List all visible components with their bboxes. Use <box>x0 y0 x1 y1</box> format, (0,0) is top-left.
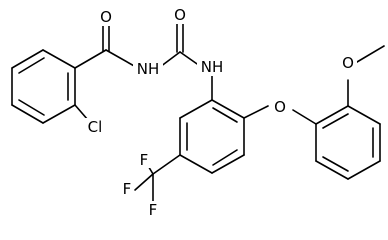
bond-ring-cf3 <box>152 154 181 175</box>
atom-label-o-methoxy: O <box>342 54 354 72</box>
bond-ether-o-ring <box>292 109 317 125</box>
bond-ring-carbonyl <box>74 49 107 69</box>
atom-label-f-1: F <box>140 151 149 169</box>
atom-label-o-urea: O <box>174 6 186 24</box>
atom-label-nh-right: NH <box>201 58 224 76</box>
bond-c-cl <box>74 104 89 121</box>
bond-o-methyl <box>356 45 385 63</box>
bond-c-f-2 <box>134 173 154 191</box>
atom-label-o-benzoyl: O <box>100 8 112 26</box>
atom-label-f-2: F <box>123 180 132 198</box>
bond-carbonyl-nh <box>105 49 137 68</box>
ring-central <box>179 99 245 174</box>
atom-label-nh-left: NH <box>137 60 160 78</box>
atom-label-f-3: F <box>149 201 158 219</box>
bond-urea-nh <box>179 51 201 67</box>
atom-label-o-ether: O <box>274 98 286 116</box>
bond-ring-ether-o <box>243 105 269 119</box>
chemical-structure: O O NH NH Cl O O F F F <box>11 6 385 219</box>
bond-nh-urea <box>159 51 181 68</box>
ring-methoxyphenyl <box>315 105 381 180</box>
atom-label-cl: Cl <box>88 118 103 136</box>
atom-labels: O O NH NH Cl O O F F F <box>83 6 357 219</box>
ring-chlorophenyl <box>11 49 76 124</box>
